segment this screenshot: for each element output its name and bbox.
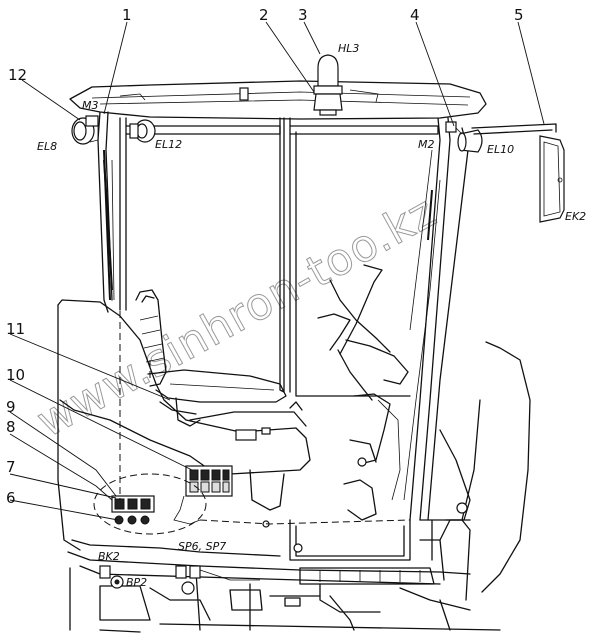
hidden-lines — [93, 300, 411, 535]
callout-8: 8 — [6, 418, 16, 436]
beacon-lamp — [313, 54, 343, 116]
callout-1: 1 — [122, 6, 132, 24]
pressure-switches-sp6-sp7 — [175, 565, 201, 595]
wiper-motor-m3 — [85, 115, 99, 127]
callout-11: 11 — [6, 320, 25, 338]
sensor-bk2 — [99, 565, 124, 589]
relay-block — [111, 495, 155, 525]
label-el8: EL8 — [37, 140, 57, 153]
lamp-el10 — [451, 123, 483, 153]
watermark: www.sinhron-too.kz — [29, 186, 445, 448]
lamp-el12 — [129, 119, 156, 143]
label-bp2: BP2 — [126, 576, 147, 589]
label-bk2: BK2 — [98, 550, 120, 563]
callout-2: 2 — [259, 6, 269, 24]
console-switch — [235, 429, 257, 441]
leader-lines — [9, 21, 545, 521]
label-sp6-sp7: SP6, SP7 — [178, 540, 226, 553]
callout-3: 3 — [298, 6, 308, 24]
cab-base — [67, 519, 471, 585]
component-labels: HL3 M3 EL8 EL12 M2 EL10 EK2 SP6, SP7 BK2… — [37, 42, 586, 589]
callout-7: 7 — [6, 458, 16, 476]
label-el12: EL12 — [155, 138, 182, 151]
callout-12: 12 — [8, 66, 27, 84]
label-m2: M2 — [418, 138, 435, 151]
wiper-motor-m2 — [445, 121, 457, 133]
label-ek2: EK2 — [565, 210, 586, 223]
label-hl3: HL3 — [338, 42, 359, 55]
callout-9: 9 — [6, 398, 16, 416]
fender — [419, 341, 531, 601]
callout-10: 10 — [6, 366, 25, 384]
chassis — [69, 519, 501, 633]
roof-bracket — [239, 87, 249, 101]
steering-column — [317, 264, 409, 521]
control-panel — [173, 465, 233, 525]
label-el10: EL10 — [487, 143, 514, 156]
label-m3: M3 — [82, 99, 99, 112]
mirror-heater-ek2 — [471, 123, 565, 223]
callout-5: 5 — [514, 6, 524, 24]
cab-floor — [57, 299, 311, 551]
callout-6: 6 — [6, 489, 16, 507]
cab-roof — [69, 80, 487, 120]
callout-4: 4 — [410, 6, 420, 24]
callout-numbers: 1 2 3 4 5 12 11 10 9 8 7 6 — [6, 6, 524, 507]
operator-seat — [135, 289, 287, 427]
wiring — [103, 159, 441, 581]
